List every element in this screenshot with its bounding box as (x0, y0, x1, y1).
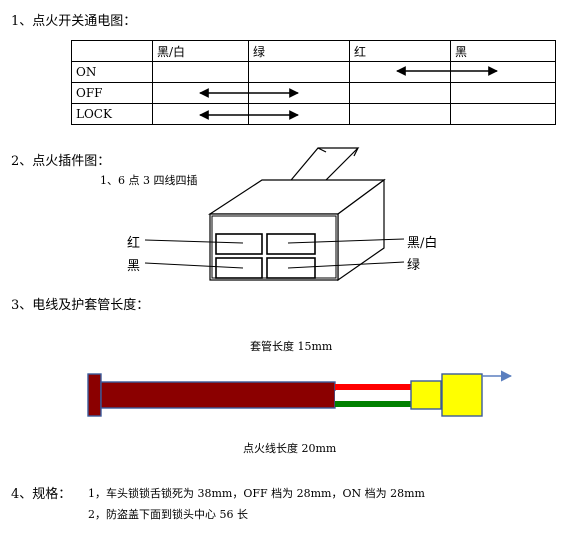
spec-item-1: 1，车头锁锁舌锁死为 38mm，OFF 档为 28mm，ON 档为 28mm (88, 487, 425, 500)
label-red: 红 (127, 236, 141, 251)
section2-heading: 2、点火插件图： (11, 154, 111, 169)
sleeve-length-label: 套管长度 15mm (250, 340, 333, 353)
connector-small (410, 380, 442, 410)
label-green: 绿 (407, 258, 421, 273)
pin-red (215, 233, 263, 255)
row-label: LOCK (71, 103, 153, 125)
wire-length-label: 点火线长度 20mm (243, 442, 337, 455)
wire-sleeve (100, 381, 336, 409)
wire-red (335, 384, 411, 390)
section2-subheading: 1、6 点 3 四线四插 (100, 174, 198, 187)
section3-heading: 3、电线及护套管长度： (11, 298, 150, 313)
pin-black-white (266, 233, 316, 255)
wire-white (335, 391, 411, 401)
label-black: 黑 (127, 259, 141, 274)
section1-heading: 1、点火开关通电图： (11, 14, 137, 29)
table-header-cell: 黑 (450, 40, 556, 62)
section4-heading: 4、规格： (11, 487, 72, 502)
spec-item-2: 2，防盗盖下面到锁头中心 56 长 (88, 508, 248, 521)
label-black-white: 黑/白 (407, 236, 438, 251)
connector-large (441, 373, 483, 417)
wire-green (335, 401, 411, 407)
wire-end-cap (87, 373, 102, 417)
